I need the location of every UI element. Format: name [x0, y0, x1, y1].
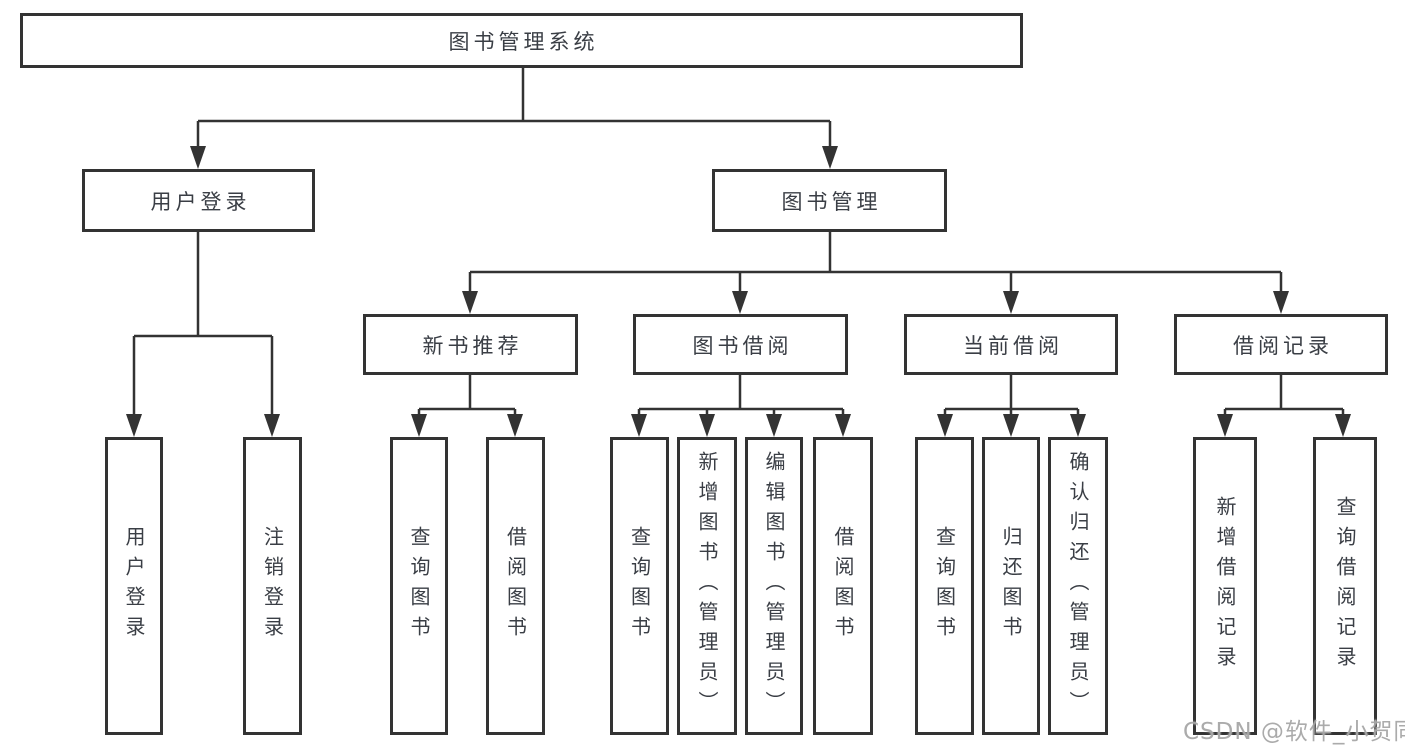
- arrowhead: [732, 291, 748, 314]
- leaf-currentborrow-query-books: 查询图书: [915, 437, 974, 735]
- connector-new-book-recommend: [417, 375, 517, 422]
- arrowhead: [507, 414, 523, 437]
- arrowhead: [264, 414, 280, 437]
- connector-book-borrow: [637, 375, 845, 422]
- arrowhead: [631, 414, 647, 437]
- leaf-newbook-query-books-label: 查询图书: [407, 526, 431, 646]
- node-root: 图书管理系统: [20, 13, 1023, 68]
- leaf-bookborrow-borrow-books-label: 借阅图书: [831, 526, 855, 646]
- leaf-record-add-borrow-record-label: 新增借阅记录: [1213, 496, 1237, 676]
- arrowheads: [126, 146, 1351, 437]
- leaf-currentborrow-return-books-label: 归还图书: [999, 526, 1023, 646]
- leaf-newbook-borrow-books-label: 借阅图书: [503, 526, 528, 646]
- leaf-bookborrow-query-books-label: 查询图书: [627, 526, 652, 646]
- node-borrow-record: 借阅记录: [1174, 314, 1388, 375]
- watermark: CSDN @软件_小贺同学: [1183, 719, 1405, 745]
- connector-book-management: [468, 232, 1283, 297]
- node-borrow-record-label: 借阅记录: [1233, 333, 1333, 358]
- arrowhead: [937, 414, 953, 437]
- leaf-newbook-query-books: 查询图书: [390, 437, 448, 735]
- connector-user-login: [132, 232, 274, 422]
- leaf-user-login-label: 用户登录: [122, 526, 146, 646]
- arrowhead: [126, 414, 142, 437]
- arrowhead: [699, 414, 715, 437]
- leaf-user-login: 用户登录: [105, 437, 163, 735]
- leaf-logout: 注销登录: [243, 437, 302, 735]
- leaf-logout-label: 注销登录: [260, 526, 285, 646]
- leaf-bookborrow-add-books-admin-label: 新增图书（管理员）: [695, 451, 719, 721]
- arrowhead: [766, 414, 782, 437]
- arrowhead: [1273, 291, 1289, 314]
- leaf-bookborrow-borrow-books: 借阅图书: [813, 437, 873, 735]
- node-book-management-label: 图书管理: [781, 189, 882, 214]
- leaf-record-query-borrow-record: 查询借阅记录: [1313, 437, 1377, 735]
- arrowhead: [1217, 414, 1233, 437]
- leaf-bookborrow-add-books-admin: 新增图书（管理员）: [677, 437, 737, 735]
- leaf-newbook-borrow-books: 借阅图书: [486, 437, 545, 735]
- node-new-book-recommend-label: 新书推荐: [422, 333, 523, 358]
- arrowhead: [835, 414, 851, 437]
- arrowhead: [1003, 414, 1019, 437]
- node-user-login-label: 用户登录: [150, 189, 251, 214]
- leaf-currentborrow-confirm-return-admin: 确认归还（管理员）: [1048, 437, 1108, 735]
- leaf-bookborrow-edit-books-admin: 编辑图书（管理员）: [745, 437, 803, 735]
- node-book-management: 图书管理: [712, 169, 947, 232]
- arrowhead: [1003, 291, 1019, 314]
- connector-borrow-record: [1223, 375, 1345, 422]
- leaf-currentborrow-return-books: 归还图书: [982, 437, 1040, 735]
- arrowhead: [1070, 414, 1086, 437]
- leaf-currentborrow-query-books-label: 查询图书: [932, 526, 957, 646]
- node-book-borrow-label: 图书借阅: [692, 333, 793, 358]
- arrowhead: [462, 291, 478, 314]
- node-new-book-recommend: 新书推荐: [363, 314, 578, 375]
- node-root-label: 图书管理系统: [448, 29, 599, 54]
- arrowhead: [411, 414, 427, 437]
- node-user-login: 用户登录: [82, 169, 315, 232]
- node-current-borrow-label: 当前借阅: [963, 333, 1063, 358]
- leaf-record-add-borrow-record: 新增借阅记录: [1193, 437, 1257, 735]
- node-current-borrow: 当前借阅: [904, 314, 1118, 375]
- leaf-bookborrow-query-books: 查询图书: [610, 437, 669, 735]
- arrowhead: [822, 146, 838, 169]
- connector-root: [196, 68, 832, 152]
- leaf-currentborrow-confirm-return-admin-label: 确认归还（管理员）: [1066, 451, 1090, 721]
- arrowhead: [190, 146, 206, 169]
- arrowhead: [1335, 414, 1351, 437]
- leaf-bookborrow-edit-books-admin-label: 编辑图书（管理员）: [762, 451, 786, 721]
- node-book-borrow: 图书借阅: [633, 314, 848, 375]
- leaf-record-query-borrow-record-label: 查询借阅记录: [1333, 496, 1357, 676]
